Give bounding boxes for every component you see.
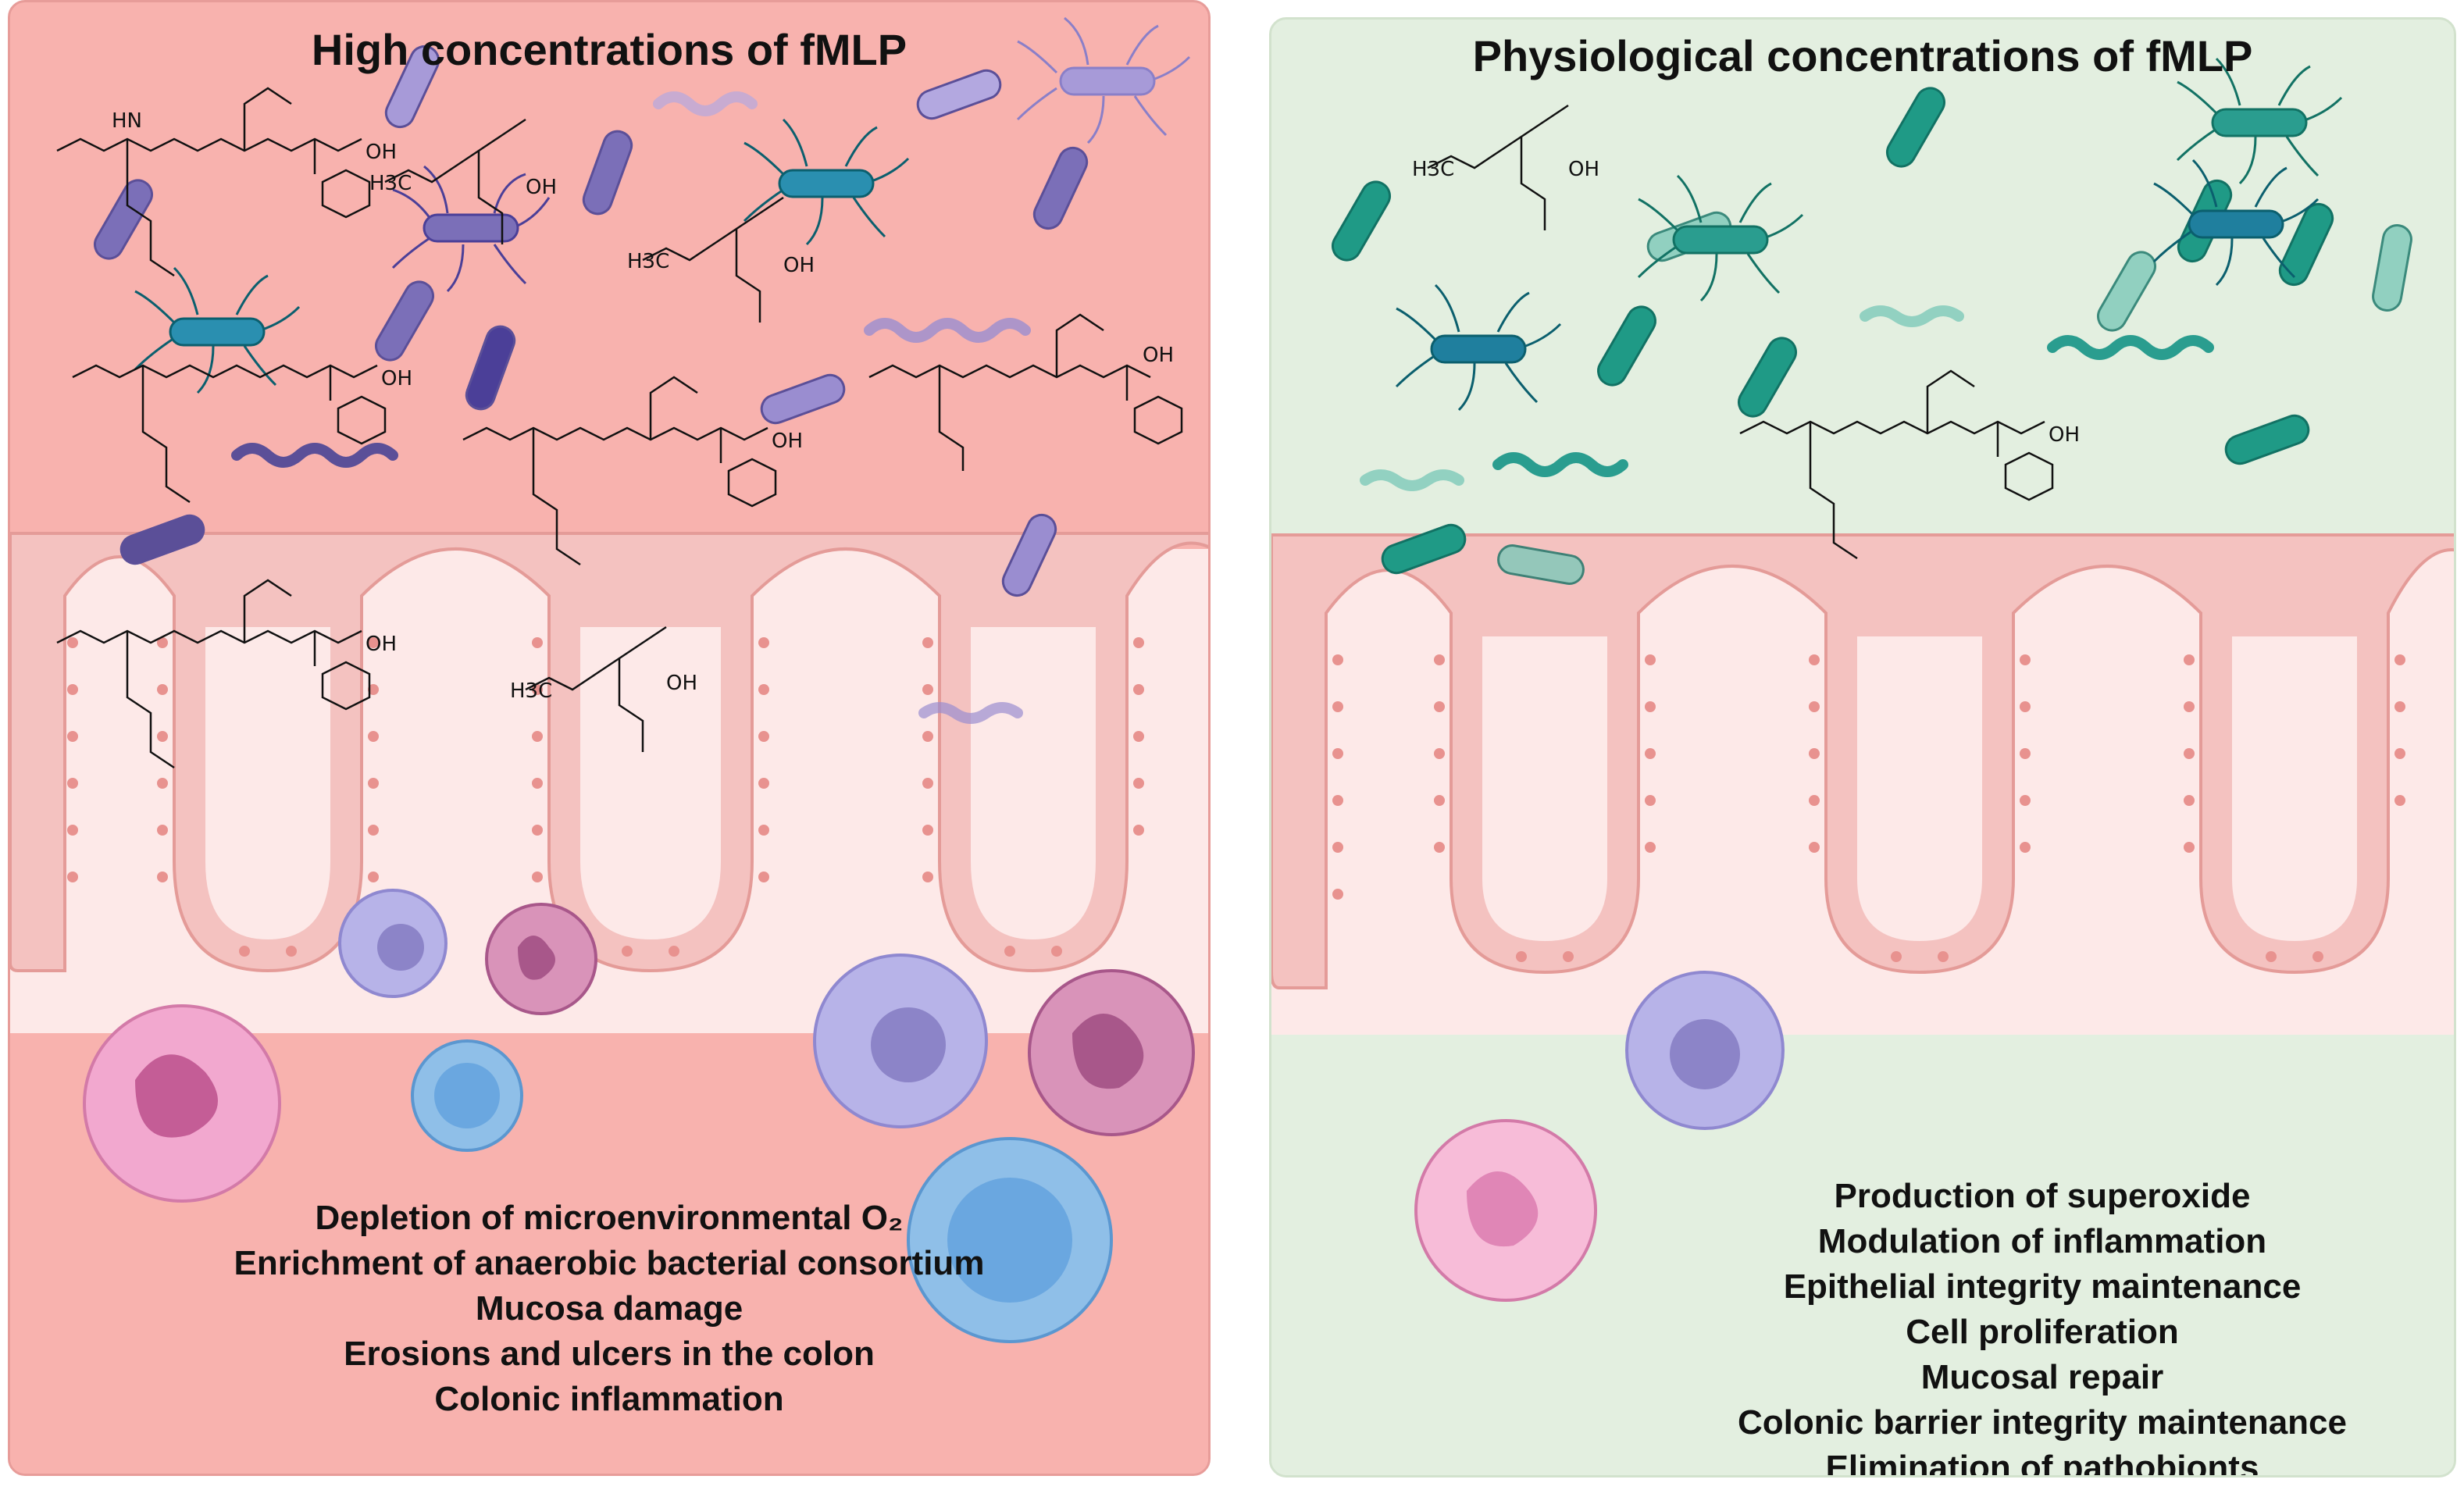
fmlp-molecule-icon: HN OH OH OH [56,87,1183,769]
spirochete-icon [231,91,1031,724]
physiological-concentration-panel: OH H3C OH Physiological concentrations o… [1269,17,2456,1478]
effect-item: Colonic inflammation [434,1380,784,1418]
effect-item: Mucosal repair [1920,1358,2164,1396]
left-panel-title: High concentrations of fMLP [311,25,908,74]
neutrophil-icon [1414,1119,1597,1302]
chem-label: OH [2049,423,2080,447]
chem-label: OH [772,430,803,453]
effect-item: Modulation of inflammation [1817,1222,2267,1260]
left-effects-list: Depletion of microenvironmental O₂ Enric… [10,1196,1208,1422]
effect-item: Cell proliferation [1906,1313,2179,1351]
effect-item: Mucosa damage [475,1289,743,1328]
effect-item: Erosions and ulcers in the colon [344,1335,875,1373]
chem-label: H3C [369,172,412,195]
chem-label: OH [1143,344,1174,367]
effect-item: Colonic barrier integrity maintenance [1738,1403,2347,1442]
flagellated-bacterium-icon [134,16,1191,394]
effect-item: Enrichment of anaerobic bacterial consor… [234,1244,985,1282]
macrophage-icon [338,889,988,1128]
rod-bacterium-icon [94,45,1089,597]
lymphocyte-icon [411,1039,1113,1343]
right-effects-list: Production of superoxide Modulation of i… [1631,1174,2454,1478]
right-scene: OH H3C OH [1271,57,2454,1475]
chem-label: OH [666,672,697,695]
chem-label: OH [365,141,397,164]
rod-bacterium-icon [1332,87,2412,585]
intestinal-crypt-icon [10,532,1208,1474]
effect-item: Production of superoxide [1834,1177,2251,1215]
high-concentration-panel: HN OH OH OH [8,0,1211,1476]
spirochete-icon [1360,305,2214,491]
chem-label: H3C [627,250,669,273]
chem-label: OH [381,367,412,390]
chem-label: H3C [1412,158,1454,181]
chem-label: OH [783,254,815,277]
neutrophil-icon [83,903,1195,1203]
macrophage-icon [1625,971,1785,1130]
chem-label: OH [365,633,397,656]
chem-label: OH [1568,158,1599,181]
effect-item: Epithelial integrity maintenance [1783,1267,2302,1306]
flagellated-bacterium-icon [1395,57,2343,412]
chem-label: HN [112,109,142,133]
left-scene: HN OH OH OH [10,16,1208,1474]
chem-label: H3C [510,679,552,703]
intestinal-crypt-icon [1271,533,2454,1475]
fmlp-molecule-icon: OH H3C OH [1412,104,2080,560]
effect-item: Depletion of microenvironmental O₂ [315,1199,904,1237]
effect-item: Elimination of pathobionts [1825,1449,2259,1478]
right-panel-title: Physiological concentrations of fMLP [1472,31,2253,80]
chem-label: OH [526,176,557,199]
